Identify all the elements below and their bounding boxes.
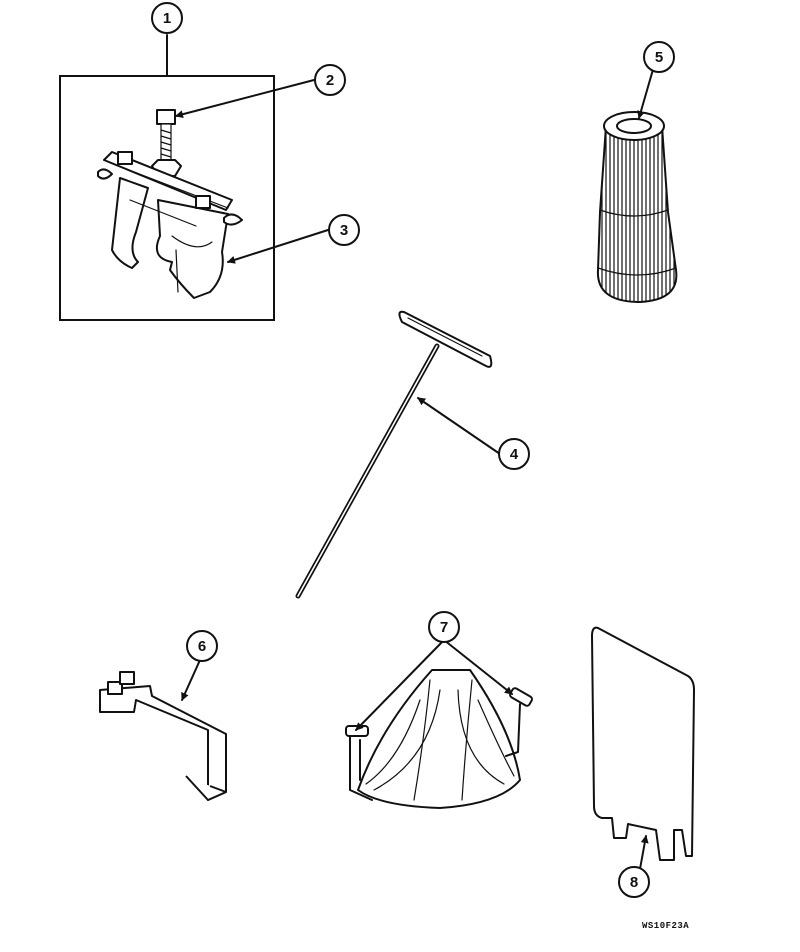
t-handle-rod-part	[295, 310, 501, 599]
callout-5-label: 5	[655, 49, 663, 66]
callout-5: 5	[643, 41, 675, 73]
bolt-part	[151, 109, 182, 177]
callout-3-label: 3	[340, 222, 348, 239]
callout-6: 6	[186, 630, 218, 662]
callout-3: 3	[328, 214, 360, 246]
callout-4-label: 4	[510, 446, 519, 463]
callout-8: 8	[618, 866, 650, 898]
callout-6-label: 6	[198, 638, 206, 655]
ribbed-sleeve-part	[596, 65, 678, 304]
puller-body-part	[97, 151, 243, 299]
plate-part	[591, 626, 695, 881]
callout-2: 2	[314, 64, 346, 96]
callout-2-label: 2	[326, 72, 334, 89]
callout-7: 7	[428, 611, 460, 643]
puller-kit-group	[59, 34, 329, 321]
callout-8-label: 8	[630, 874, 638, 891]
callout-4: 4	[498, 438, 530, 470]
callout-7-label: 7	[440, 619, 448, 636]
callout-1-label: 1	[163, 10, 171, 27]
agitator-base-part	[345, 639, 533, 809]
reference-code: WS10F23A	[642, 921, 690, 931]
callout-1: 1	[151, 2, 183, 34]
bracket-part	[99, 659, 227, 801]
